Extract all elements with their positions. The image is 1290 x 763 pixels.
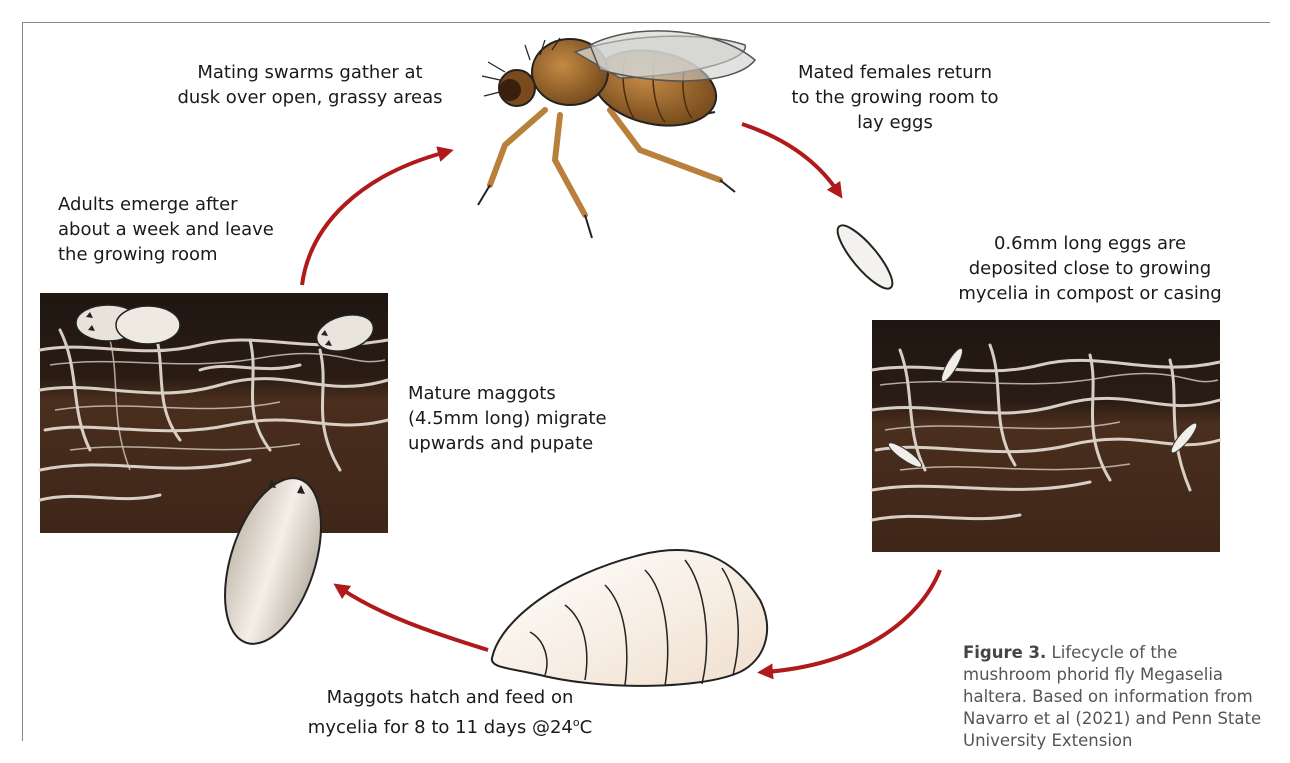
figure-caption: Figure 3. Lifecycle of the mushroom phor… (963, 642, 1263, 752)
label-mature-line1: Mature maggots (408, 381, 638, 406)
left-soil-panel (40, 293, 388, 533)
label-return-line2: to the growing room to (770, 85, 1020, 110)
label-hatch-text: mycelia for 8 to 11 days @24 (308, 717, 573, 738)
right-soil-panel (872, 320, 1220, 552)
caption-title: Figure 3. (963, 643, 1046, 662)
label-return-line3: lay eggs (770, 110, 1020, 135)
fly (478, 31, 755, 238)
label-mating: Mating swarms gather at dusk over open, … (160, 60, 460, 110)
label-emerge-line2: about a week and leave (58, 217, 318, 242)
label-eggs: 0.6mm long eggs are deposited close to g… (935, 231, 1245, 306)
label-emerge-line1: Adults emerge after (58, 192, 318, 217)
label-return: Mated females return to the growing room… (770, 60, 1020, 135)
arrow-panel-to-larva (765, 570, 940, 672)
label-return-line1: Mated females return (770, 60, 1020, 85)
label-hatch: Maggots hatch and feed on mycelia for 8 … (285, 685, 615, 740)
label-mature-line3: upwards and pupate (408, 431, 638, 456)
arrow-larva-to-pupa (340, 588, 488, 650)
arrow-panel-to-fly (302, 152, 446, 285)
larva (492, 550, 767, 686)
label-hatch-degree: o (573, 716, 580, 729)
label-emerge-line3: the growing room (58, 242, 318, 267)
label-hatch-line2: mycelia for 8 to 11 days @24oC (285, 710, 615, 740)
label-eggs-line1: 0.6mm long eggs are (935, 231, 1245, 256)
label-mating-line2: dusk over open, grassy areas (160, 85, 460, 110)
egg (830, 219, 900, 296)
label-mating-line1: Mating swarms gather at (160, 60, 460, 85)
label-mature: Mature maggots (4.5mm long) migrate upwa… (408, 381, 638, 456)
label-mature-line2: (4.5mm long) migrate (408, 406, 638, 431)
label-emerge: Adults emerge after about a week and lea… (58, 192, 318, 267)
label-hatch-unit: C (580, 717, 593, 738)
label-hatch-line1: Maggots hatch and feed on (285, 685, 615, 710)
label-eggs-line3: mycelia in compost or casing (935, 281, 1245, 306)
label-eggs-line2: deposited close to growing (935, 256, 1245, 281)
